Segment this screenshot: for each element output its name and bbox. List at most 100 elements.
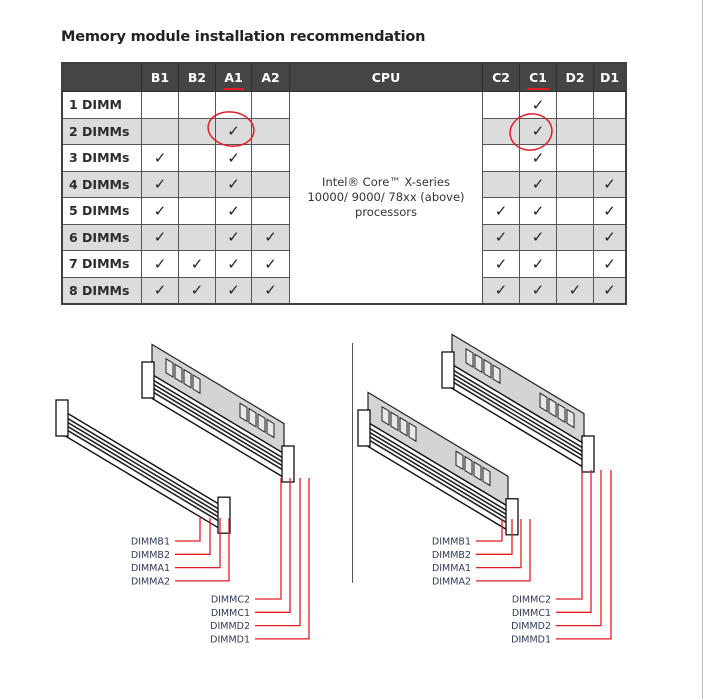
slot-cell-b1: ✓ <box>141 144 179 172</box>
check-icon: ✓ <box>153 281 167 300</box>
slot-cell-c2: ✓ <box>482 223 520 251</box>
page-title: Memory module installation recommendatio… <box>61 29 426 45</box>
check-icon: ✓ <box>227 148 240 167</box>
slot-cell-b2: ✓ <box>178 276 216 305</box>
memory-chip <box>248 407 257 428</box>
table-row: 7 DIMMs✓✓✓✓✓✓✓ <box>61 250 627 278</box>
dimm-slot-with-module <box>357 391 519 536</box>
slot-label: DIMMB2 <box>131 550 170 561</box>
slot-groove <box>367 426 509 513</box>
column-header-label: B2 <box>187 70 207 85</box>
slot-label: DIMMC2 <box>512 595 551 606</box>
slot-cell-c2: ✓ <box>482 197 520 225</box>
column-header-label: B1 <box>150 70 170 85</box>
memory-chip <box>165 357 174 378</box>
slot-cell-b1: ✓ <box>141 170 179 198</box>
column-header-label: C2 <box>492 70 510 85</box>
slot-cell-d1: ✓ <box>593 170 627 198</box>
slot-latch <box>141 361 155 399</box>
slot-label: DIMMD1 <box>210 634 250 645</box>
slot-cell-b1: ✓ <box>141 250 179 278</box>
slot-cell-c1: ✓ <box>519 250 557 278</box>
leader-line <box>175 518 230 582</box>
header-corner <box>61 62 142 92</box>
dimm-slot-with-module <box>441 333 595 473</box>
slot-latch <box>281 445 295 483</box>
slot-groove <box>367 434 509 521</box>
memory-chip <box>492 364 501 385</box>
table-row: 4 DIMMs✓✓✓✓ <box>61 170 627 198</box>
annotation-circle-a1 <box>207 111 255 147</box>
slot-cell-d2 <box>556 250 594 278</box>
slot-cell-a2 <box>251 197 290 225</box>
check-icon: ✓ <box>531 281 545 300</box>
check-icon: ✓ <box>190 281 204 300</box>
dimm-slot-empty <box>55 399 231 534</box>
check-icon: ✓ <box>531 95 545 114</box>
column-header-label: A2 <box>261 70 280 85</box>
slot-groove <box>65 420 221 515</box>
slot-cell-c1: ✓ <box>519 223 557 251</box>
slot-label: DIMMB1 <box>432 537 471 548</box>
slot-cell-d1 <box>593 117 627 145</box>
slot-groove <box>151 390 285 472</box>
memory-chip <box>474 353 483 374</box>
slot-groove <box>151 386 285 468</box>
slot-groove <box>451 376 585 458</box>
check-icon: ✓ <box>494 228 508 247</box>
check-icon: ✓ <box>153 228 167 247</box>
slot-body <box>61 408 225 533</box>
column-header-d1: D1 <box>593 62 627 92</box>
slot-cell-d2 <box>556 91 594 119</box>
memory-chip <box>557 403 566 424</box>
slot-label: DIMMA2 <box>432 576 471 587</box>
slot-cell-b1: ✓ <box>141 197 179 225</box>
leader-line <box>175 518 201 542</box>
slot-groove <box>451 372 585 454</box>
check-icon: ✓ <box>603 228 616 247</box>
leader-line <box>476 519 522 569</box>
row-label: 5 DIMMs <box>61 197 142 225</box>
page-edge <box>702 0 703 699</box>
slot-cell-c1: ✓ <box>519 170 557 198</box>
leader-line <box>476 519 531 582</box>
memory-chip <box>381 405 390 426</box>
leader-line <box>556 470 583 600</box>
slot-label: DIMMB2 <box>432 550 471 561</box>
check-icon: ✓ <box>531 175 545 194</box>
memory-chip <box>239 402 248 423</box>
check-icon: ✓ <box>264 254 277 273</box>
check-icon: ✓ <box>264 228 277 247</box>
column-header-label: A1 <box>224 70 243 85</box>
leader-line <box>175 518 211 555</box>
table-row: 8 DIMMs✓✓✓✓✓✓✓✓ <box>61 276 627 305</box>
slot-groove <box>65 424 221 519</box>
row-label: 2 DIMMs <box>61 117 142 145</box>
memory-chip <box>183 368 192 389</box>
check-icon: ✓ <box>227 254 240 273</box>
slot-label: DIMMC1 <box>211 608 250 619</box>
row-label: 6 DIMMs <box>61 223 142 251</box>
column-header-label: CPU <box>371 70 401 85</box>
slot-groove <box>65 416 221 511</box>
leader-line <box>556 470 592 613</box>
memory-chip <box>174 363 183 384</box>
slot-cell-c2: ✓ <box>482 276 520 305</box>
check-icon: ✓ <box>531 201 545 220</box>
check-icon: ✓ <box>227 122 240 141</box>
slot-groove <box>367 430 509 517</box>
slot-latch <box>581 435 595 473</box>
slot-cell-d1: ✓ <box>593 197 627 225</box>
slot-cell-b1 <box>141 117 179 145</box>
slot-latch <box>441 351 455 389</box>
memory-chip <box>465 347 474 368</box>
check-icon: ✓ <box>494 201 508 220</box>
memory-chip <box>539 392 548 413</box>
check-icon: ✓ <box>568 281 582 300</box>
slot-label: DIMMB1 <box>131 537 170 548</box>
row-label: 3 DIMMs <box>61 144 142 172</box>
table-row: 6 DIMMs✓✓✓✓✓✓ <box>61 223 627 251</box>
